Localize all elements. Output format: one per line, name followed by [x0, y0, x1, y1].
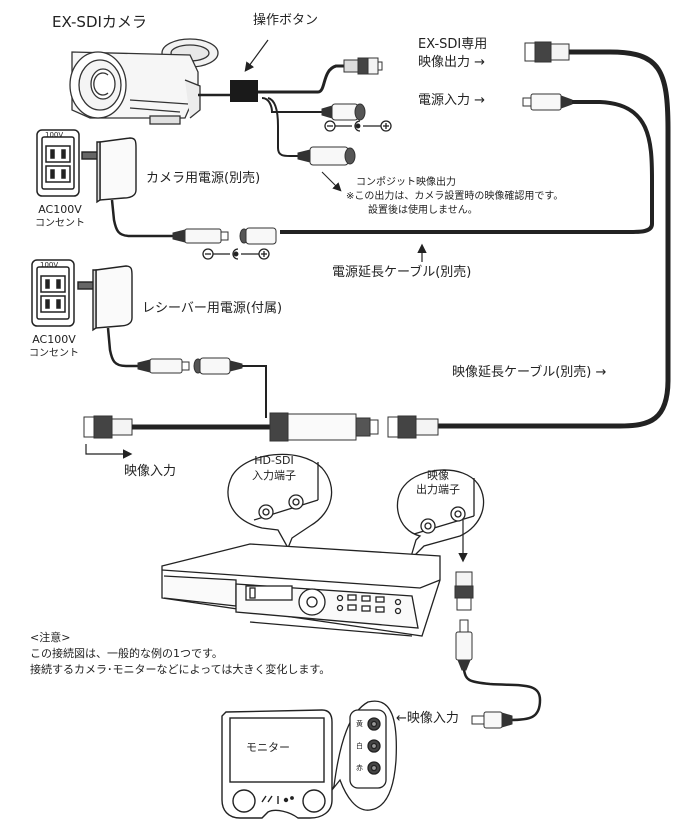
note-title: <注意> — [30, 631, 71, 644]
ac-adapter-icon — [77, 265, 133, 332]
video-output-label-line1: 映像 — [427, 469, 449, 482]
jack-white-label: 白 — [356, 742, 363, 750]
receiver-video-input-label: 映像入力 — [124, 464, 177, 479]
jack-yellow-label: 黄 — [356, 720, 363, 728]
bnc-connector-icon — [524, 41, 570, 63]
dc-plug-icon — [522, 93, 573, 111]
video-input-arrow — [85, 444, 133, 459]
monitor-label: モニター — [246, 741, 290, 754]
outlet-rating-bottom: 100V — [40, 261, 59, 269]
video-output-label-line2: 出力端子 — [416, 483, 460, 496]
note-line1: この接続図は、一般的な例の1つです。 — [30, 647, 223, 660]
operation-button-label: 操作ボタン — [253, 13, 319, 28]
ac-adapter-icon — [81, 137, 137, 204]
outlet-bottom-label-line2: コンセント — [29, 348, 79, 359]
camera-label: EX-SDIカメラ — [52, 13, 147, 31]
power-extension-cable-label: 電源延長ケーブル(別売) — [332, 265, 472, 280]
camera-power-supply-label: カメラ用電源(別売) — [146, 171, 261, 186]
monitor-jack-callout — [331, 700, 397, 811]
polarity-symbol — [324, 120, 392, 132]
dc-plug-icon — [239, 227, 277, 245]
monitor-video-input-label: ←映像入力 — [396, 711, 459, 726]
receiver-unit — [269, 412, 379, 442]
exsdi-output-label-line2: 映像出力 → — [418, 55, 486, 70]
dc-plug-icon — [193, 357, 243, 375]
bullet-camera-icon — [69, 38, 219, 125]
operation-button-box — [230, 80, 258, 102]
polarity-symbol — [202, 248, 270, 260]
power-input-label: 電源入力 → — [418, 93, 486, 108]
hdsdi-input-label-line2: 入力端子 — [252, 469, 296, 482]
exsdi-output-label-line1: EX-SDI専用 — [418, 37, 488, 52]
operation-button-arrow — [244, 39, 269, 72]
monitor-icon — [221, 709, 333, 819]
bnc-to-rca-adapter — [454, 571, 474, 611]
receiver-power-supply-label: レシーバー用電源(付属) — [142, 301, 283, 316]
video-extension-cable — [438, 49, 671, 429]
outlet-rating-top: 100V — [45, 131, 64, 139]
video-output-callout — [396, 469, 485, 561]
note-line2: 接続するカメラ･モニターなどによっては大きく変化します。 — [30, 663, 331, 676]
bnc-connector-icon — [387, 415, 439, 439]
hdsdi-input-label-line1: HD-SDI — [254, 454, 294, 467]
jack-red-label: 赤 — [356, 764, 363, 772]
dc-plug-icon — [471, 711, 513, 729]
power-extension-cable — [280, 100, 654, 234]
composite-note-line1: ※この出力は、カメラ設置時の映像確認用です。 — [346, 191, 564, 202]
power-outlet-icon — [31, 259, 75, 327]
outlet-bottom-label-line1: AC100V — [32, 333, 76, 346]
bnc-connector-icon — [83, 415, 133, 439]
dc-plug-icon — [455, 619, 473, 671]
composite-output-label: コンポジット映像出力 — [356, 177, 456, 188]
bnc-connector-icon — [343, 57, 383, 75]
dvr-recorder-icon — [161, 543, 441, 637]
dc-plug-icon — [137, 358, 190, 374]
video-extension-cable-label: 映像延長ケーブル(別売) → — [452, 365, 607, 380]
composite-note-line2: 設置後は使用しません。 — [368, 205, 478, 216]
power-outlet-icon — [36, 129, 80, 197]
dc-plug-icon — [172, 228, 229, 244]
dc-plug-icon — [321, 103, 366, 121]
dc-plug-icon — [297, 146, 356, 166]
composite-arrow — [321, 171, 342, 192]
hdsdi-input-callout — [227, 453, 333, 550]
outlet-top-label-line1: AC100V — [38, 203, 82, 216]
outlet-top-label-line2: コンセント — [35, 218, 85, 229]
